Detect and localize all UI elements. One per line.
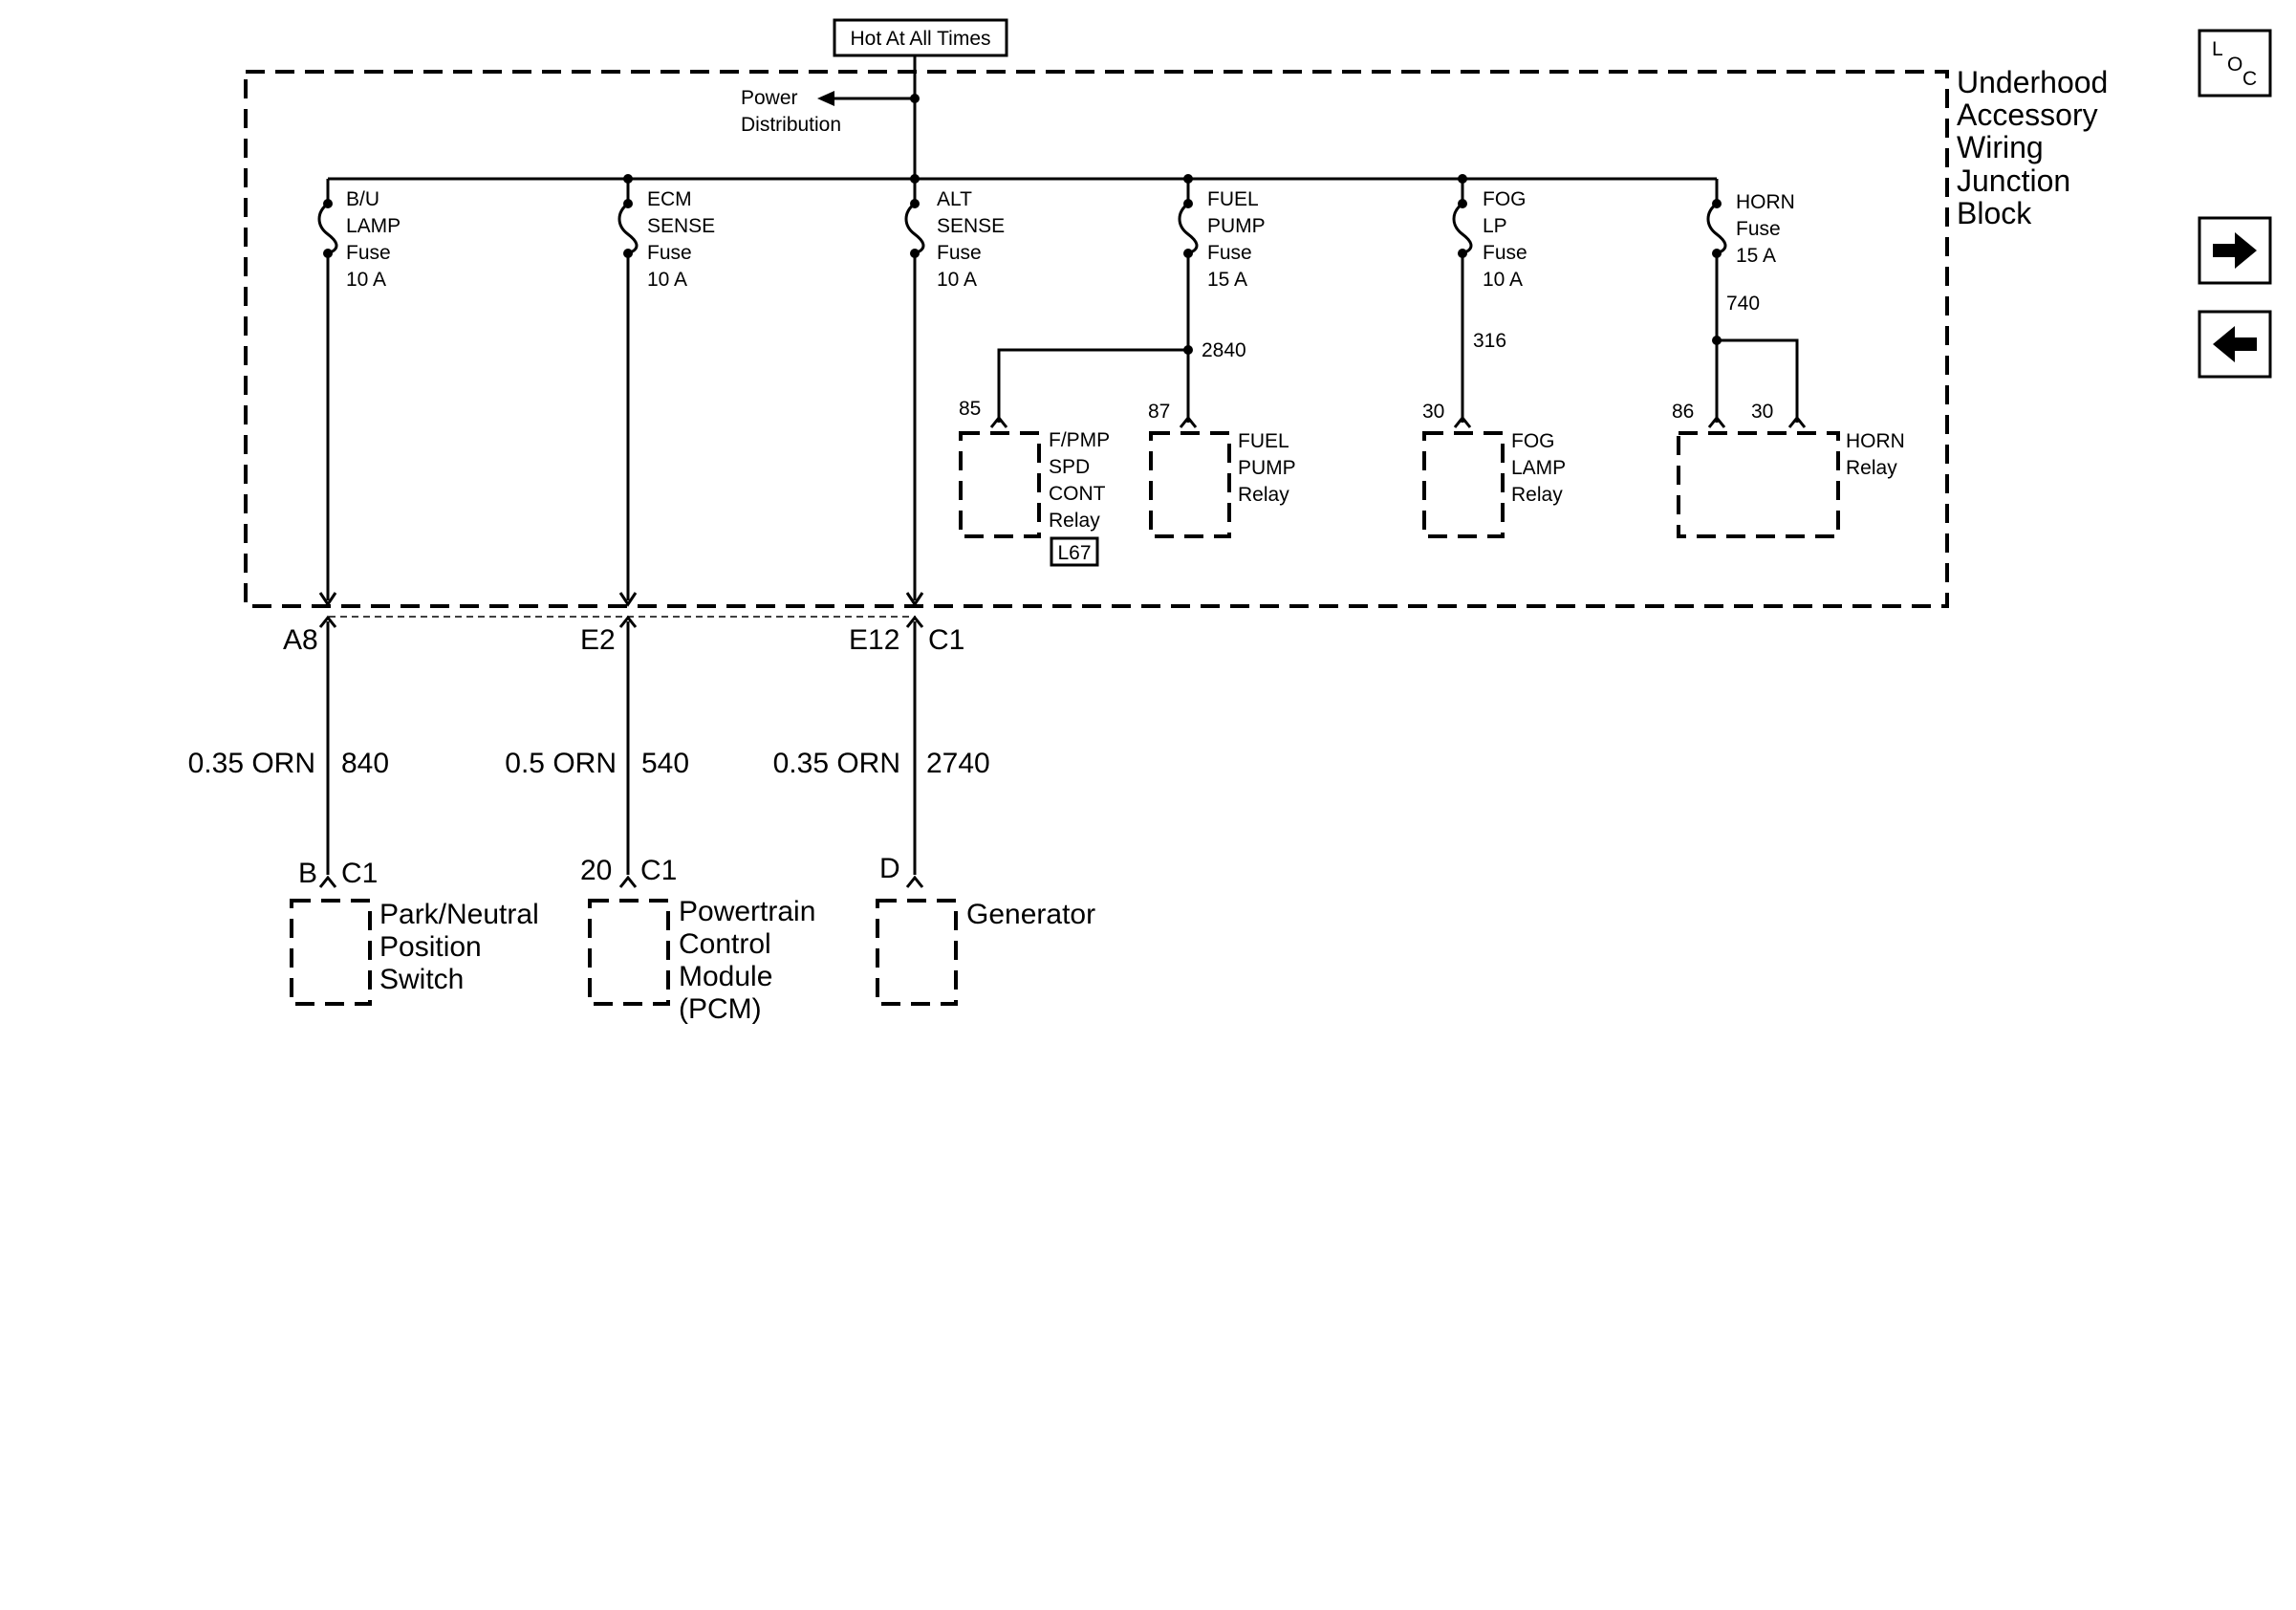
circuit-316-label: 316 [1473,330,1506,352]
relay-fpmp-spd-cont: 85 F/PMP SPD CONT Relay L67 [959,398,1116,567]
relay-horn: 86 30 HORN Relay [1672,401,1911,538]
svg-text:30: 30 [1751,401,1773,423]
svg-text:20: 20 [580,855,612,886]
next-page-button[interactable] [2198,216,2272,285]
svg-text:HORN Fuse 15 A: HORN Fuse 15 A [1736,191,1801,267]
svg-text:85: 85 [959,398,981,420]
svg-text:C1: C1 [640,855,677,886]
svg-text:0.5 ORN: 0.5 ORN [505,748,617,779]
svg-text:0.35 ORN: 0.35 ORN [773,748,900,779]
junction-block-outline [244,70,1949,608]
component-pcm: 20 C1 Powertrain Control Module (PCM) [580,855,824,1025]
connector-e12: E12 C1 0.35 ORN 2740 [773,615,990,888]
option-l67-label: L67 [1057,542,1091,564]
svg-text:0.35 ORN: 0.35 ORN [188,748,315,779]
fuse-bu-lamp: B/U LAMP Fuse 10 A [317,179,406,607]
fuse-alt-sense: ALT SENSE Fuse 10 A [904,179,1010,607]
wire-2840-branch [997,348,1188,423]
component-generator: D Generator [876,853,1095,1006]
component-park-neutral-switch: B C1 Park/Neutral Position Switch [290,858,547,1006]
relay-fuel-pump: 87 FUEL PUMP Relay [1148,401,1301,538]
arrow-left-icon [2213,326,2257,362]
svg-text:L: L [2212,38,2223,60]
fuse-ecm-sense: ECM SENSE Fuse 10 A [617,179,721,607]
svg-text:FOG LP Fuse: FOG LP Fuse 10 A [1483,188,1533,291]
svg-text:2740: 2740 [926,748,990,779]
fuse-fog-lp: FOG LP Fuse 10 A [1452,179,1533,423]
svg-text:ALT SENSE Fuse: ALT SENSE Fuse 10 A [937,188,1010,291]
svg-text:Park/Neutral Position: Park/Neutral Position Switch [379,899,547,995]
hot-at-all-times-box [833,18,1008,57]
hot-at-all-times-label: Hot At All Times [850,28,990,50]
svg-text:A8: A8 [283,624,318,656]
svg-text:E2: E2 [580,624,616,656]
svg-text:F/PMP SPD CONT: F/PMP SPD CONT Relay [1049,429,1116,532]
svg-text:840: 840 [341,748,389,779]
location-button[interactable]: L O C [2198,29,2272,98]
power-distribution-label: Power Distribution [741,87,841,136]
svg-text:E12: E12 [849,624,899,656]
svg-text:Generator: Generator [966,899,1095,930]
svg-text:C1: C1 [928,624,964,656]
svg-text:FOG LAMP Relay: FOG LAMP Relay [1511,430,1571,506]
svg-text:HORN Relay: HORN Relay [1846,430,1911,479]
junction-block-title: Underhood Accessory Wiring Junction Bloc… [1957,65,2116,230]
fuse-fuel-pump: FUEL PUMP Fuse 15 A [1178,179,1270,423]
circuit-2840-label: 2840 [1202,339,1246,361]
svg-text:FUEL PUMP Relay: FUEL PUMP Relay [1238,430,1301,506]
arrow-right-icon [2213,232,2257,269]
circuit-740-label: 740 [1726,293,1760,315]
svg-text:O: O [2227,54,2242,76]
svg-text:ECM SENSE Fuse: ECM SENSE Fuse 10 A [647,188,721,291]
previous-page-button[interactable] [2198,310,2272,379]
relay-terminals [989,415,1807,428]
svg-text:B/U LAMP Fuse: B/U LAMP Fuse 10 A [346,188,406,291]
wire-740-branch [1717,338,1799,423]
relay-fog-lamp: 30 FOG LAMP Relay [1422,401,1571,538]
svg-text:30: 30 [1422,401,1444,423]
svg-text:87: 87 [1148,401,1170,423]
svg-text:D: D [879,853,900,884]
svg-text:540: 540 [641,748,689,779]
power-distribution-arrow [817,91,834,106]
svg-text:C: C [2242,68,2257,90]
svg-text:Powertrain Control: Powertrain Control Module (PCM) [679,896,824,1025]
svg-text:C1: C1 [341,858,378,889]
svg-text:FUEL PUMP Fuse: FUEL PUMP Fuse 15 A [1207,188,1270,291]
svg-text:B: B [298,858,317,889]
connector-e2: E2 0.5 ORN 540 [505,615,689,888]
svg-text:86: 86 [1672,401,1694,423]
option-l67-box [1050,536,1099,567]
connector-a8: A8 0.35 ORN 840 [188,615,389,888]
